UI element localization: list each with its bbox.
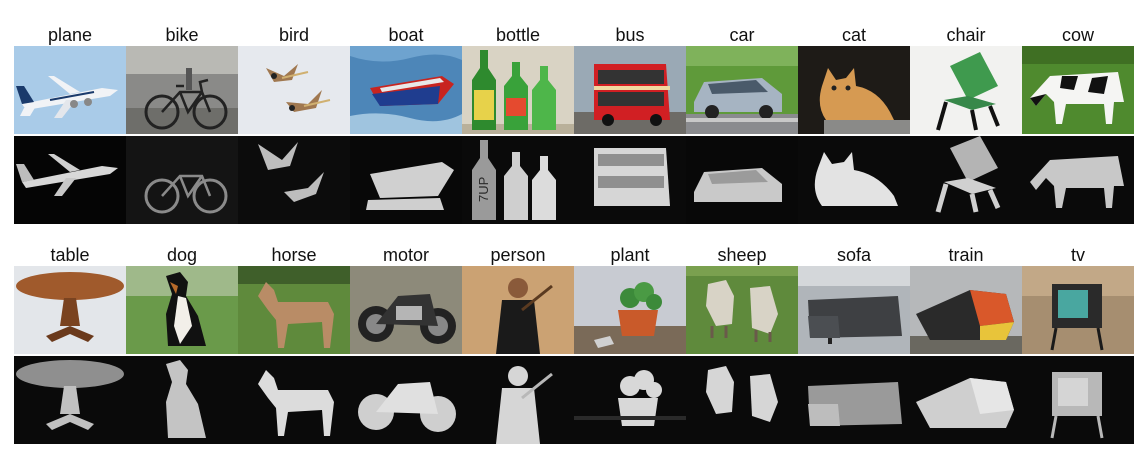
photo-dog — [126, 266, 238, 354]
mask-motor — [350, 356, 462, 444]
bottle-mask-text: 7UP — [476, 177, 491, 202]
photo-cat — [798, 46, 910, 134]
mask-chair — [910, 136, 1022, 224]
mask-sofa — [798, 356, 910, 444]
mask-cat — [798, 136, 910, 224]
label-cow: cow — [1061, 25, 1094, 45]
label-car: car — [729, 25, 755, 45]
mask-tv — [1022, 356, 1134, 444]
photo-horse — [238, 266, 350, 354]
mask-person — [462, 356, 574, 444]
label-bus: bus — [615, 25, 645, 45]
mask-bus — [574, 136, 686, 224]
mask-bottle: 7UP — [462, 136, 574, 224]
photo-bottle — [462, 46, 574, 134]
label-chair: chair — [946, 25, 986, 45]
photo-bus — [574, 46, 686, 134]
label-boat: boat — [388, 25, 424, 45]
mask-train — [910, 356, 1022, 444]
photo-boat — [350, 46, 462, 134]
mask-horse — [238, 356, 350, 444]
photo-train — [910, 266, 1022, 354]
photo-person — [462, 266, 574, 354]
label-train: train — [948, 245, 984, 265]
mask-bike — [126, 136, 238, 224]
label-motor: motor — [382, 245, 429, 265]
photo-motor — [350, 266, 462, 354]
mask-plant — [574, 356, 686, 444]
photo-bird — [238, 46, 350, 134]
photo-sofa — [798, 266, 910, 354]
mask-bird — [238, 136, 350, 224]
label-sheep: sheep — [717, 245, 767, 265]
photo-plane — [14, 46, 126, 134]
photo-tv — [1022, 266, 1134, 354]
photo-table — [14, 266, 126, 354]
label-bottle: bottle — [495, 25, 541, 45]
label-bike: bike — [165, 25, 199, 45]
label-person: person — [490, 245, 546, 265]
label-sofa: sofa — [836, 245, 872, 265]
label-plane: plane — [47, 25, 93, 45]
photo-bike — [126, 46, 238, 134]
photo-chair — [910, 46, 1022, 134]
label-plant: plant — [610, 245, 650, 265]
mask-boat — [350, 136, 462, 224]
label-tv: tv — [1070, 245, 1085, 265]
label-table: table — [50, 245, 90, 265]
label-horse: horse — [271, 245, 317, 265]
mask-plane — [14, 136, 126, 224]
photo-sheep — [686, 266, 798, 354]
photo-car — [686, 46, 798, 134]
mask-sheep — [686, 356, 798, 444]
label-bird: bird — [278, 25, 309, 45]
mask-dog — [126, 356, 238, 444]
mask-cow — [1022, 136, 1134, 224]
mask-car — [686, 136, 798, 224]
label-dog: dog — [166, 245, 198, 265]
label-cat: cat — [841, 25, 866, 45]
photo-cow — [1022, 46, 1134, 134]
mask-table — [14, 356, 126, 444]
photo-plant — [574, 266, 686, 354]
